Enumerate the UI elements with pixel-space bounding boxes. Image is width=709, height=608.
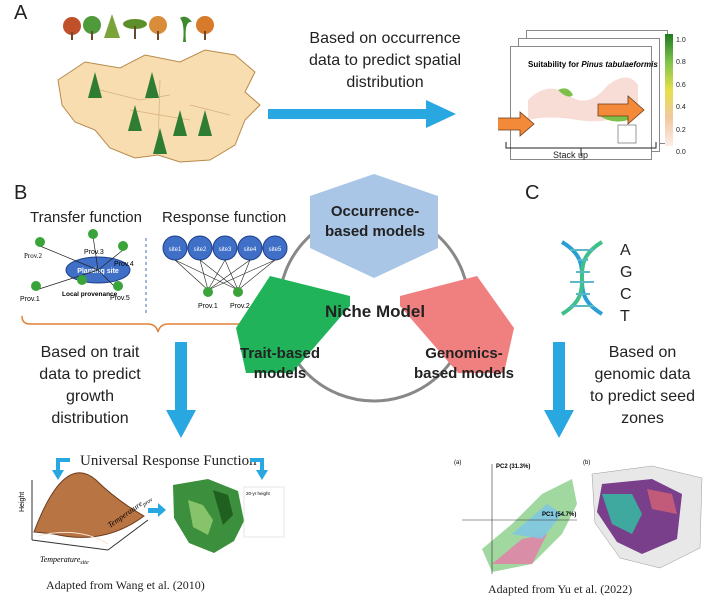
- svg-text:(a): (a): [454, 460, 461, 466]
- svg-text:(b): (b): [583, 460, 590, 466]
- genomics-label: Genomics- based models: [413, 345, 515, 382]
- svg-text:Local provenance: Local provenance: [62, 291, 118, 298]
- panel-a-caption: Based on occurrence data to predict spat…: [308, 30, 462, 91]
- arrow-b: [166, 342, 196, 438]
- svg-text:Prov.2: Prov.2: [24, 252, 43, 260]
- svg-text:Prov.3: Prov.3: [84, 249, 104, 256]
- svg-text:Prov.5: Prov.5: [110, 295, 130, 302]
- svg-text:Temperaturesite: Temperaturesite: [40, 555, 89, 566]
- suitability-map-stack: Suitability for Pinus tabulaeformis Stac…: [498, 30, 678, 170]
- arrow-a: [268, 100, 456, 128]
- trait-label: Trait-based models: [239, 345, 321, 382]
- svg-text:PC1 (54.7%): PC1 (54.7%): [542, 512, 576, 518]
- trait-chevron: [236, 276, 350, 373]
- panel-b-caption: Based on trait data to predict growth di…: [39, 344, 141, 427]
- suitability-legend-bar: [665, 34, 673, 146]
- svg-text:Prov.1: Prov.1: [198, 303, 218, 310]
- panel-b-credit: Adapted from Wang et al. (2010): [46, 578, 205, 592]
- panel-b-brace: [21, 315, 288, 333]
- niche-model-title: Niche Model: [324, 302, 426, 321]
- svg-text:PC2 (31.3%): PC2 (31.3%): [496, 464, 530, 470]
- panel-b-letter: B: [14, 182, 28, 204]
- svg-text:Prov.1: Prov.1: [20, 296, 40, 303]
- panel-c-credit: Adapted from Yu et al. (2022): [488, 582, 633, 596]
- genomic-plots: (a) PC2 (31.3%) PC1 (54.7%) (b): [454, 460, 703, 574]
- svg-text:20-yr height: 20-yr height: [246, 491, 271, 496]
- occurrence-label: Occurrence- based models: [324, 203, 426, 240]
- svg-text:Height: Height: [19, 492, 26, 512]
- urf-graphics: Height Temperaturesite Temperatureprov 2…: [19, 458, 285, 566]
- arrow-c: [544, 342, 574, 438]
- stack-up-label: Stack up: [553, 150, 589, 160]
- svg-text:Prov.4: Prov.4: [114, 261, 134, 268]
- site-nodes: [162, 235, 288, 261]
- panel-a-letter: A: [14, 2, 28, 24]
- suitability-legend-ticks: 1.0 0.8 0.6 0.4 0.2 0.0: [676, 37, 686, 157]
- genomics-chevron: [400, 276, 514, 373]
- panel-c-letter: C: [525, 182, 540, 204]
- map-title: Suitability for Pinus tabulaeformis: [528, 60, 658, 69]
- transfer-function-label: Transfer function: [30, 209, 142, 226]
- svg-text:site4: site4: [244, 247, 257, 253]
- china-map-with-trees: [57, 14, 261, 163]
- svg-text:site2: site2: [194, 247, 207, 253]
- svg-text:site5: site5: [269, 247, 282, 253]
- niche-model-diagram: [236, 174, 514, 403]
- transfer-response-diagram: Planting site Prov.2 Prov.3 Prov.4 Prov.…: [20, 229, 288, 333]
- occurrence-chevron: [310, 174, 438, 278]
- dna-bases: A G C T: [620, 242, 633, 325]
- svg-text:site1: site1: [169, 247, 182, 253]
- svg-text:site3: site3: [219, 247, 232, 253]
- urf-title: Universal Response Function: [80, 453, 257, 469]
- response-function-label: Response function: [162, 209, 287, 226]
- svg-text:Prov.2: Prov.2: [230, 303, 250, 310]
- tree-species-icons: [63, 14, 214, 42]
- map-tree-markers: [88, 72, 212, 154]
- svg-text:Planting site: Planting site: [77, 268, 119, 275]
- dna-icon: [560, 240, 604, 316]
- panel-c-caption: Based on genomic data to predict seed zo…: [590, 344, 695, 427]
